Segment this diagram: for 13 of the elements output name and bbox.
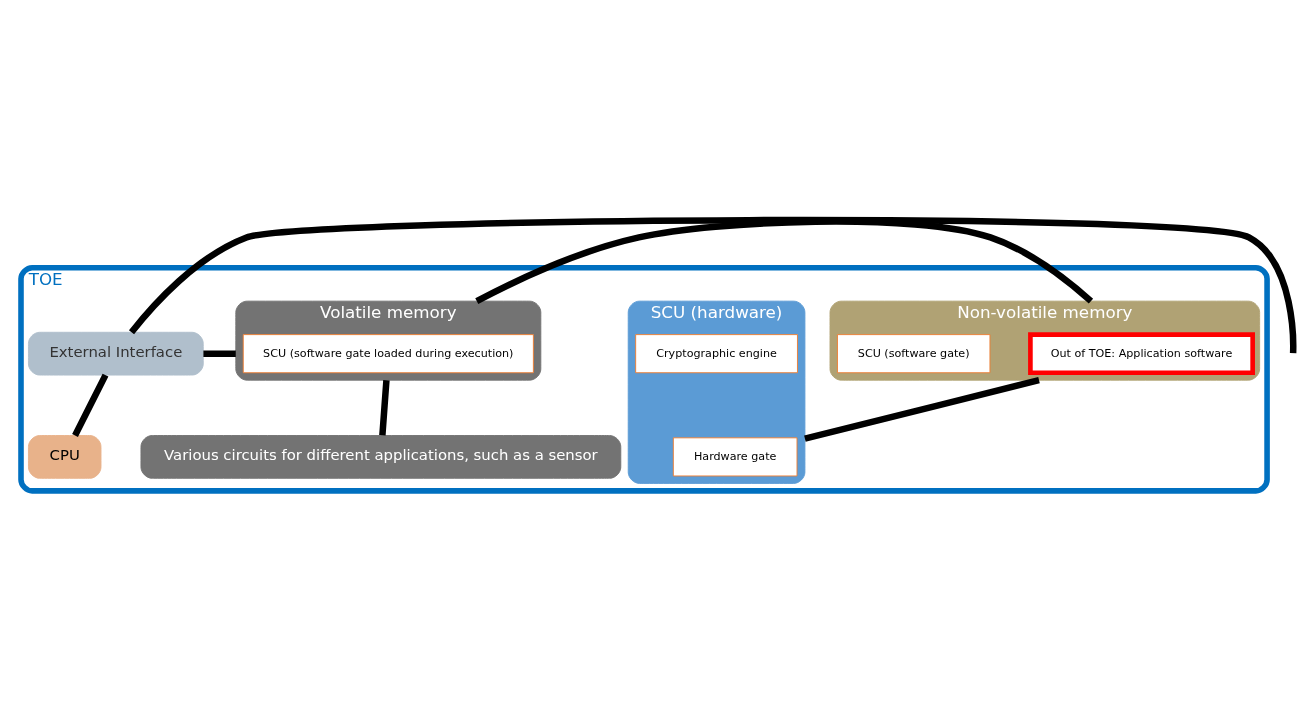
node-box: SCU (software gate) bbox=[837, 333, 991, 373]
node-box: Various circuits for different applications, such as a sensor bbox=[140, 434, 622, 479]
node-box: External Interface bbox=[27, 331, 204, 376]
node-box: Out of TOE: Application software bbox=[1028, 331, 1255, 375]
connector bbox=[203, 349, 236, 357]
connector bbox=[379, 379, 390, 436]
node-box: CPU bbox=[27, 434, 102, 479]
connector bbox=[72, 373, 109, 437]
connector bbox=[804, 376, 1040, 442]
node-box: Cryptographic engine bbox=[635, 333, 798, 373]
node-box: Hardware gate bbox=[672, 436, 798, 476]
connector bbox=[129, 216, 1297, 353]
node-box: SCU (software gate loaded during execution) bbox=[242, 333, 534, 373]
